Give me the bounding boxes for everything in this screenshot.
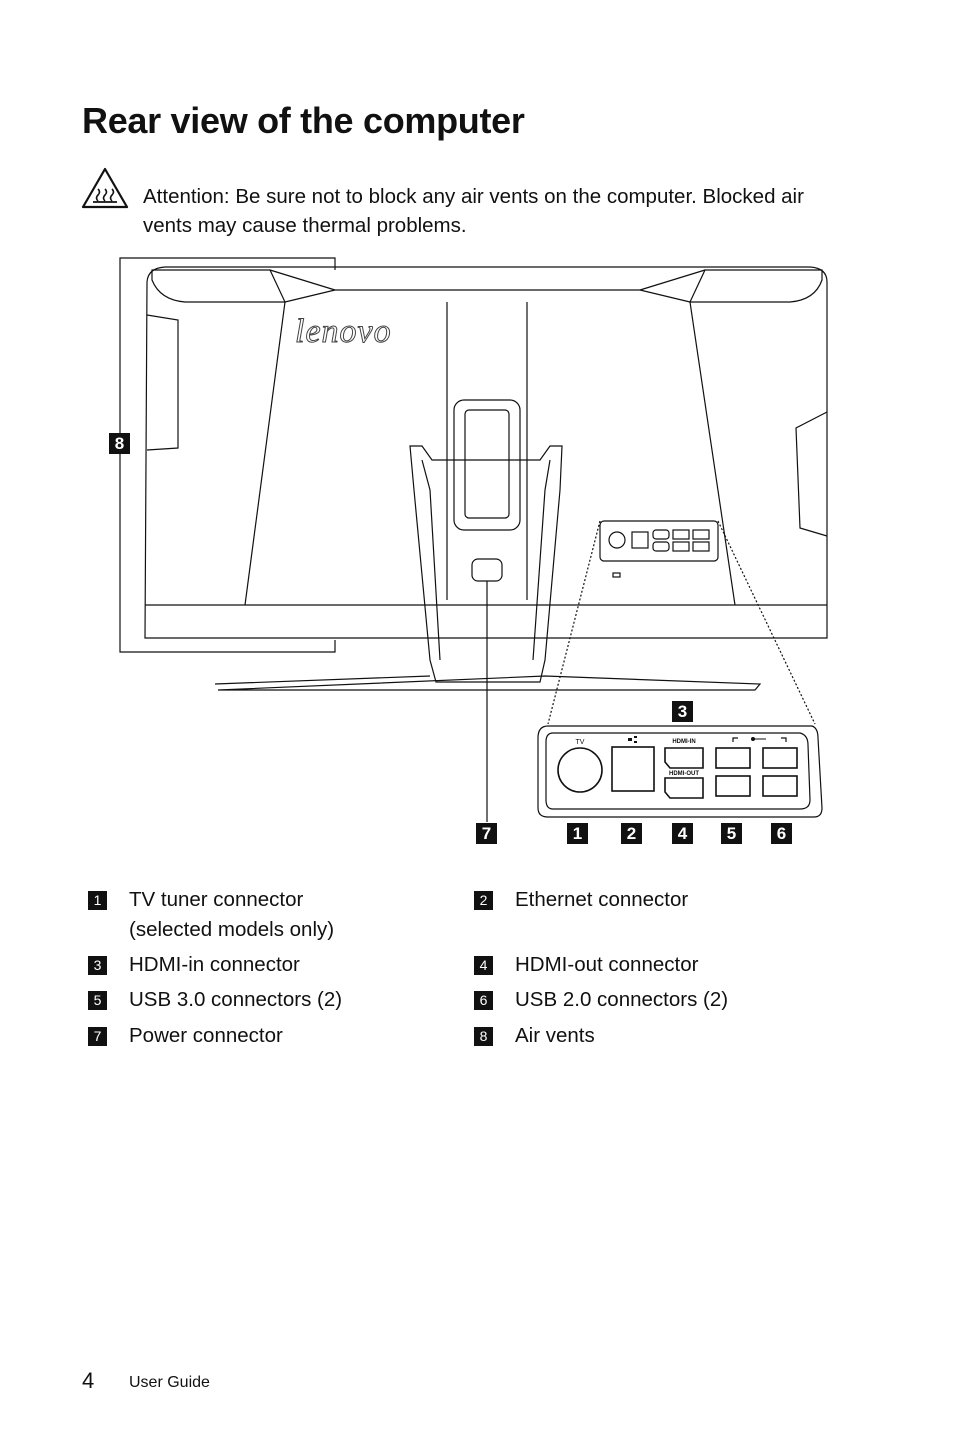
legend-number: 6 — [474, 991, 493, 1010]
callout-1: 1 — [567, 823, 588, 844]
hdmi-in-port-label: HDMI-IN — [672, 739, 695, 745]
computer-rear-illustration: lenovo TV HDMI-IN HDMI-OUT — [119, 257, 828, 822]
legend-text: USB 3.0 connectors (2) — [129, 988, 343, 1011]
legend-number: 4 — [474, 956, 493, 975]
ethernet-icon — [628, 736, 637, 743]
callout-6: 6 — [771, 823, 792, 844]
page-number: 4 — [82, 1368, 95, 1393]
legend-text: Ethernet connector — [515, 888, 689, 911]
legend-number: 7 — [88, 1027, 107, 1046]
legend-number: 3 — [88, 956, 107, 975]
footer-label: User Guide — [129, 1374, 210, 1391]
callout-2: 2 — [621, 823, 642, 844]
rear-view-diagram: lenovo TV HDMI-IN HDMI-OUT 8 3 7 1 2 4 5… — [0, 250, 954, 860]
legend-text: Air vents — [515, 1024, 595, 1047]
usb-icon — [751, 737, 766, 741]
callout-3: 3 — [672, 701, 693, 722]
hdmi-out-port-label: HDMI-OUT — [669, 771, 699, 777]
legend-number: 1 — [88, 891, 107, 910]
lenovo-logo: lenovo — [295, 313, 392, 350]
hot-surface-warning-icon — [81, 167, 129, 209]
callout-5: 5 — [721, 823, 742, 844]
callout-8: 8 — [109, 433, 130, 454]
legend-text: Power connector — [129, 1024, 283, 1047]
legend-text: HDMI-out connector — [515, 953, 699, 976]
legend-text: USB 2.0 connectors (2) — [515, 988, 729, 1011]
attention-note: Attention: Be sure not to block any air … — [143, 182, 843, 240]
legend-text: HDMI-in connector — [129, 953, 300, 976]
legend-text: TV tuner connector (selected models only… — [129, 888, 335, 941]
attention-text: Be sure not to block any air vents on th… — [143, 185, 804, 237]
tv-port-label: TV — [576, 739, 585, 746]
attention-label: Attention: — [143, 185, 230, 208]
legend-number: 8 — [474, 1027, 493, 1046]
legend-number: 2 — [474, 891, 493, 910]
callout-7: 7 — [476, 823, 497, 844]
callout-4: 4 — [672, 823, 693, 844]
page-title: Rear view of the computer — [82, 100, 525, 141]
legend-number: 5 — [88, 991, 107, 1010]
